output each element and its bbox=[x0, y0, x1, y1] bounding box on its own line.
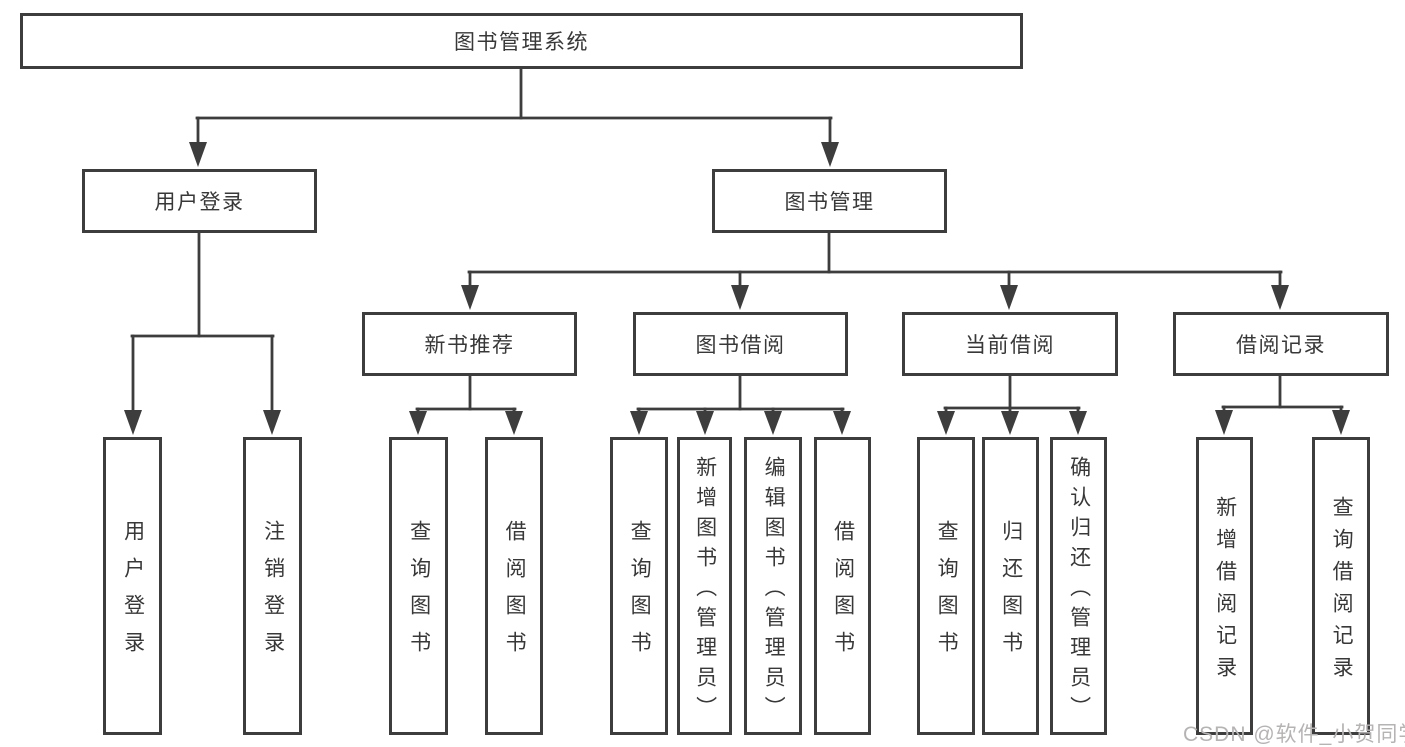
leaf-br-query-record: 查询借阅记录 bbox=[1312, 437, 1370, 735]
node-book-borrow-label: 图书借阅 bbox=[695, 334, 786, 357]
node-root: 图书管理系统 bbox=[20, 13, 1023, 69]
leaf-bb-add-books-admin-label: 新增图书（管理员） bbox=[693, 455, 717, 726]
leaf-nbr-query-books: 查询图书 bbox=[389, 437, 448, 735]
node-root-label: 图书管理系统 bbox=[454, 31, 589, 54]
leaf-bb-edit-books-admin-label: 编辑图书（管理员） bbox=[762, 455, 786, 726]
node-user-login-label: 用户登录 bbox=[154, 191, 245, 214]
leaf-bb-borrow-books-label: 借阅图书 bbox=[831, 520, 855, 668]
leaf-bb-query-books: 查询图书 bbox=[610, 437, 668, 735]
leaf-cb-return-books-label: 归还图书 bbox=[999, 520, 1023, 668]
leaf-logout-label: 注销登录 bbox=[261, 520, 285, 668]
leaf-br-add-record: 新增借阅记录 bbox=[1196, 437, 1253, 735]
node-book-management: 图书管理 bbox=[712, 169, 947, 233]
leaf-bb-add-books-admin: 新增图书（管理员） bbox=[677, 437, 732, 735]
node-borrow-records: 借阅记录 bbox=[1173, 312, 1389, 376]
leaf-user-login-label: 用户登录 bbox=[121, 520, 145, 668]
leaf-bb-edit-books-admin: 编辑图书（管理员） bbox=[744, 437, 802, 735]
node-current-borrow: 当前借阅 bbox=[902, 312, 1118, 376]
leaf-cb-confirm-return-admin: 确认归还（管理员） bbox=[1050, 437, 1107, 735]
leaf-cb-query-books: 查询图书 bbox=[917, 437, 975, 735]
leaf-br-query-record-label: 查询借阅记录 bbox=[1330, 495, 1354, 688]
leaf-logout: 注销登录 bbox=[243, 437, 302, 735]
leaf-nbr-borrow-books: 借阅图书 bbox=[485, 437, 543, 735]
node-borrow-records-label: 借阅记录 bbox=[1236, 334, 1326, 357]
node-book-borrow: 图书借阅 bbox=[633, 312, 848, 376]
watermark: CSDN @软件_小贺同学 bbox=[1183, 723, 1405, 746]
node-current-borrow-label: 当前借阅 bbox=[965, 334, 1055, 357]
leaf-nbr-query-books-label: 查询图书 bbox=[407, 520, 431, 668]
leaf-cb-query-books-label: 查询图书 bbox=[935, 520, 959, 668]
leaf-nbr-borrow-books-label: 借阅图书 bbox=[503, 520, 527, 668]
leaf-br-add-record-label: 新增借阅记录 bbox=[1213, 495, 1237, 688]
node-user-login: 用户登录 bbox=[82, 169, 317, 233]
leaf-cb-return-books: 归还图书 bbox=[982, 437, 1039, 735]
node-new-book-recommend-label: 新书推荐 bbox=[424, 334, 515, 357]
leaf-cb-confirm-return-admin-label: 确认归还（管理员） bbox=[1067, 455, 1091, 726]
node-book-management-label: 图书管理 bbox=[784, 191, 875, 214]
leaf-bb-borrow-books: 借阅图书 bbox=[814, 437, 871, 735]
leaf-bb-query-books-label: 查询图书 bbox=[628, 520, 652, 668]
arrowheads bbox=[124, 142, 1350, 435]
leaf-user-login: 用户登录 bbox=[103, 437, 162, 735]
node-new-book-recommend: 新书推荐 bbox=[362, 312, 577, 376]
